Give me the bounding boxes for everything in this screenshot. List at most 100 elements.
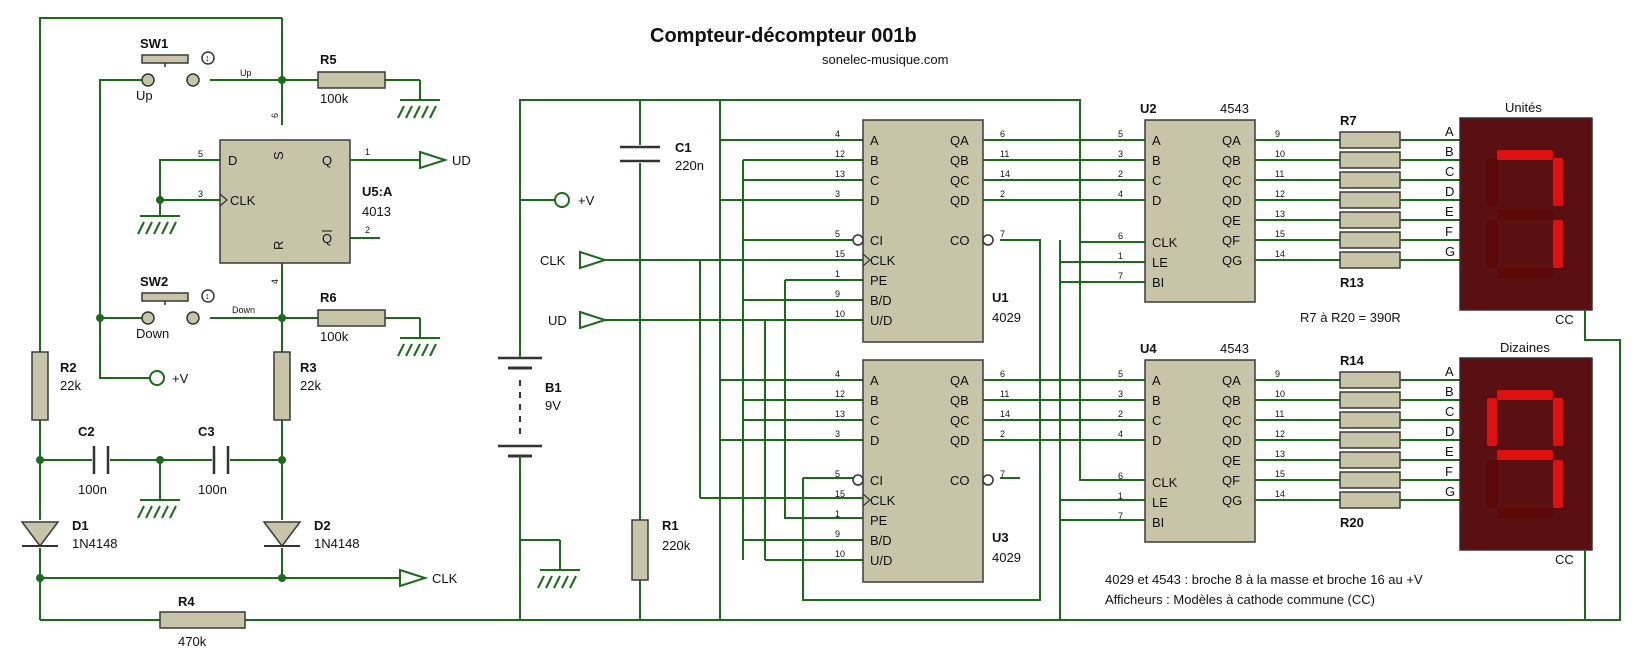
u1-lpin-num: 12 xyxy=(835,149,845,159)
u1-lpin-name: PE xyxy=(870,273,888,288)
u2-lpin-num: 3 xyxy=(1118,149,1123,159)
u4-lpin-name: A xyxy=(1152,373,1161,388)
u1-lpin-num: 3 xyxy=(835,189,840,199)
u3-lpin-name: C xyxy=(870,413,879,428)
segment-e xyxy=(1487,460,1497,508)
u4-rpin-name: QG xyxy=(1222,493,1242,508)
display-tens-cc: CC xyxy=(1555,552,1574,567)
u4-rpin-name: QB xyxy=(1222,393,1241,408)
d1-name: D1 xyxy=(72,518,89,533)
u5-pin-d: D xyxy=(228,153,237,168)
u2-rpin-name: QE xyxy=(1222,213,1241,228)
r2-value: 22k xyxy=(60,378,81,393)
d1-value: 1N4148 xyxy=(72,536,118,551)
u4-name: U4 xyxy=(1140,341,1157,356)
counter-wiring xyxy=(719,100,1041,620)
u3-part: 4029 xyxy=(992,550,1021,565)
u4-lpin-num: 3 xyxy=(1118,389,1123,399)
u3-lpin-name: A xyxy=(870,373,879,388)
diode-d1: D1 1N4148 xyxy=(20,518,118,551)
terminal-vplus-mid: +V xyxy=(554,192,595,208)
u3-rpin-name: QA xyxy=(950,373,969,388)
u3-lpin-num: 1 xyxy=(835,509,840,519)
u2-lpin-num: 2 xyxy=(1118,169,1123,179)
segment-a xyxy=(1497,390,1553,400)
switch-sw2: ↕ SW2 Down Down xyxy=(136,274,255,341)
u5-num-clk: 3 xyxy=(198,189,203,199)
u1-lpin-num: 15 xyxy=(835,249,845,259)
u2-rpin-name: QC xyxy=(1222,173,1242,188)
u5-num-r: 4 xyxy=(270,279,280,284)
u2-lpin-num: 5 xyxy=(1118,129,1123,139)
u1-rpin-num: 7 xyxy=(1000,229,1005,239)
u4-lpin-name: C xyxy=(1152,413,1161,428)
u2-rpin-name: QD xyxy=(1222,193,1242,208)
u3-lpin-name: U/D xyxy=(870,553,892,568)
clk-out-label: CLK xyxy=(432,571,458,586)
u3-name: U3 xyxy=(992,530,1009,545)
bot-segment-label: A xyxy=(1445,364,1454,379)
bot-segment-label: C xyxy=(1445,404,1454,419)
u4-lpin-name: D xyxy=(1152,433,1161,448)
u1-lpin-name: U/D xyxy=(870,313,892,328)
top-segment-label: B xyxy=(1445,144,1454,159)
u4-lpin-num: 2 xyxy=(1118,409,1123,419)
u5-part: 4013 xyxy=(362,204,391,219)
diagram-title: Compteur-décompteur 001b xyxy=(650,25,917,47)
segment-g xyxy=(1497,450,1553,460)
c2-value: 100n xyxy=(78,482,107,497)
u3-lpin-num: 13 xyxy=(835,409,845,419)
u3-lpin-num: 4 xyxy=(835,369,840,379)
u2-lpin-num: 1 xyxy=(1118,251,1123,261)
u2-rpin-num: 9 xyxy=(1275,129,1280,139)
sw2-name: SW2 xyxy=(140,274,168,289)
u3-lpin-num: 15 xyxy=(835,489,845,499)
u4-rpin-name: QA xyxy=(1222,373,1241,388)
r3-name: R3 xyxy=(300,360,317,375)
u2-lpin-num: 6 xyxy=(1118,231,1123,241)
top-segment-label: G xyxy=(1445,244,1455,259)
u5-num-s: 6 xyxy=(270,113,280,118)
c2-name: C2 xyxy=(78,424,95,439)
bot-resistor xyxy=(1339,431,1401,449)
r1-name: R1 xyxy=(662,518,679,533)
u5-num-d: 5 xyxy=(198,149,203,159)
u3-lpin-name: CI xyxy=(870,473,883,488)
sw1-label: Up xyxy=(136,88,153,103)
vplus-mid-label: +V xyxy=(578,193,595,208)
bot-resistor xyxy=(1339,391,1401,409)
c3-value: 100n xyxy=(198,482,227,497)
u1-lpin-name: B/D xyxy=(870,293,892,308)
u4-lpin-num: 5 xyxy=(1118,369,1123,379)
u1-lpin-num: 10 xyxy=(835,309,845,319)
display-tens: Dizaines CC xyxy=(1459,340,1593,567)
segment-f xyxy=(1487,158,1497,206)
note-line-1: 4029 et 4543 : broche 8 à la masse et br… xyxy=(1105,572,1423,587)
terminal-ud-in: UD xyxy=(548,310,863,561)
bot-segment-label: F xyxy=(1445,464,1453,479)
top-resistor xyxy=(1339,251,1401,269)
u5-pin-q: Q xyxy=(322,153,332,168)
bot-resistor xyxy=(1339,491,1401,509)
top-segment-label: D xyxy=(1445,184,1454,199)
top-resistor xyxy=(1339,131,1401,149)
u3-rpin-num: 7 xyxy=(1000,469,1005,479)
u2-rpin-name: QG xyxy=(1222,253,1242,268)
u4-rpin-num: 13 xyxy=(1275,449,1285,459)
u3-rpin-num: 14 xyxy=(1000,409,1010,419)
u4-rpin-num: 10 xyxy=(1275,389,1285,399)
sw2-net-label: Down xyxy=(232,305,255,315)
u1-rpin-name: QA xyxy=(950,133,969,148)
r6-name: R6 xyxy=(320,290,337,305)
u1-lpin-name: D xyxy=(870,193,879,208)
u2-rpin-name: QA xyxy=(1222,133,1241,148)
resistor-r6: R6 100k xyxy=(317,290,386,344)
u3-lpin-num: 10 xyxy=(835,549,845,559)
top-segment-label: E xyxy=(1445,204,1454,219)
u2-rpin-num: 15 xyxy=(1275,229,1285,239)
segment-g xyxy=(1497,210,1553,220)
top-segment-label: C xyxy=(1445,164,1454,179)
u4-rpin-name: QC xyxy=(1222,413,1242,428)
resistor-note: R7 à R20 = 390R xyxy=(1300,310,1401,325)
